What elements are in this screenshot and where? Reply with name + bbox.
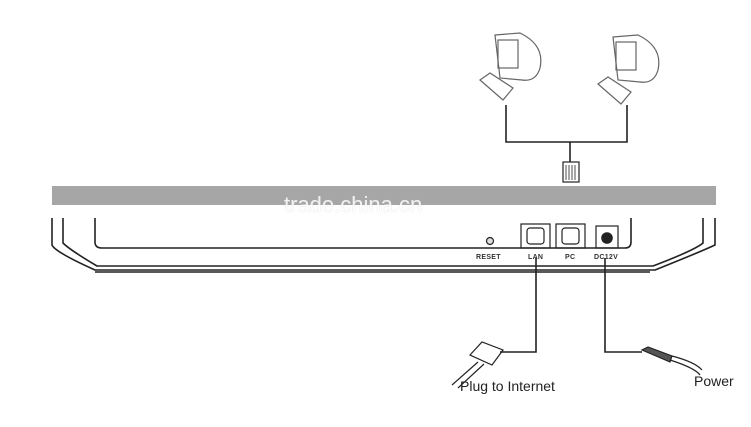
power-label: Power: [694, 373, 734, 389]
lan-port: [520, 223, 551, 249]
internet-label: Plug to Internet: [460, 378, 555, 394]
internet-cable: [500, 258, 537, 353]
device-top-band: [52, 186, 716, 205]
rj45-connector: [562, 161, 580, 183]
pc-port: [555, 223, 586, 249]
dc-label: DC12V: [594, 254, 619, 261]
reset-label: RESET: [476, 254, 501, 261]
computer-icon-left: [479, 32, 542, 101]
pc-label: PC: [565, 254, 576, 261]
power-plug-icon: [640, 346, 703, 376]
pc-network-cable: [505, 105, 628, 162]
computer-icon-right: [597, 34, 660, 105]
dc-port: [595, 225, 619, 249]
device-body-outline: [51, 218, 716, 273]
connector-pins: [565, 165, 576, 180]
power-cable: [604, 258, 642, 353]
watermark: trade.china.cn: [284, 192, 423, 217]
reset-button: [485, 236, 495, 246]
lan-label: LAN: [528, 254, 544, 261]
rj45-plug-icon: [451, 341, 504, 389]
